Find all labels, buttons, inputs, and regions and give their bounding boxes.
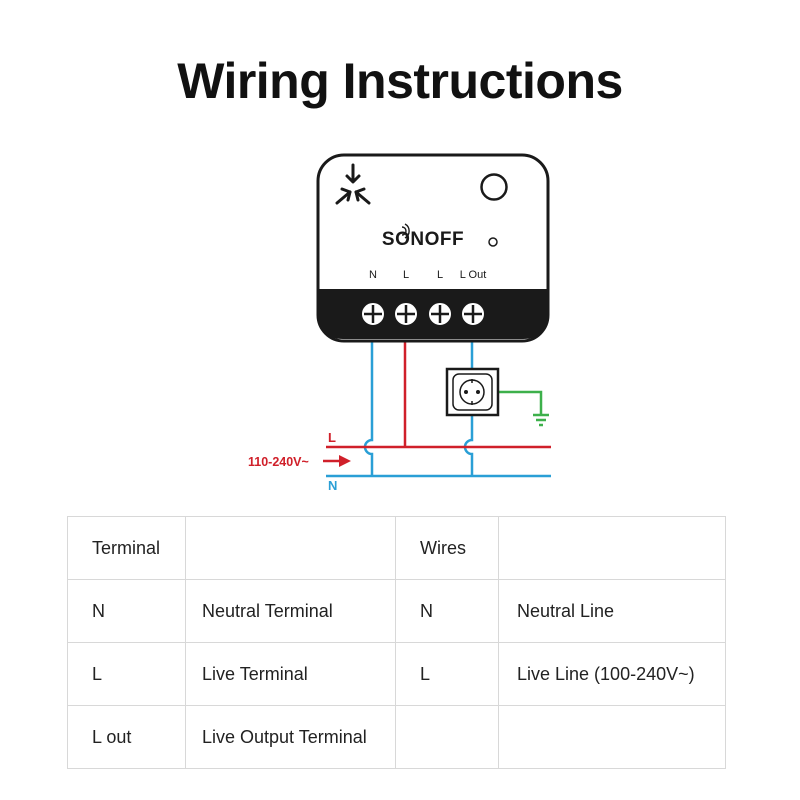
- matter-logo-icon: [335, 163, 371, 205]
- table-cell: L: [395, 642, 499, 706]
- table-cell: Neutral Terminal: [185, 579, 396, 643]
- screw-terminal-l2-icon: [427, 301, 453, 327]
- terminal-label-l-2: L: [437, 269, 443, 281]
- table-cell: L: [67, 642, 186, 706]
- terminal-label-l-out: L Out: [460, 269, 487, 281]
- neutral-line-label: N: [328, 478, 337, 493]
- terminal-label-n: N: [369, 269, 377, 281]
- table-cell: Live Line (100-240V~): [498, 642, 726, 706]
- wireless-signal-icon: [401, 223, 410, 239]
- page-title: Wiring Instructions: [177, 53, 623, 109]
- switch-device: SONOFF N L L L Out: [316, 153, 550, 343]
- table-row: L out Live Output Terminal: [67, 705, 726, 769]
- brand-logo: SONOFF: [382, 229, 464, 250]
- table-header-row: Terminal Wires: [67, 516, 726, 580]
- terminal-labels: N L L L Out: [369, 269, 486, 281]
- neutral-wire-device: [363, 330, 374, 476]
- table-cell: Live Terminal: [185, 642, 396, 706]
- live-wires: [326, 330, 551, 449]
- table-cell: [498, 705, 726, 769]
- terminal-label-l-1: L: [403, 269, 409, 281]
- wiring-table: Terminal Wires N Neutral Terminal N Neut…: [67, 516, 726, 769]
- screw-terminal-lout-icon: [460, 301, 486, 327]
- neutral-wires: [326, 330, 551, 478]
- live-line-label: L: [328, 430, 336, 445]
- table-row: L Live Terminal L Live Line (100-240V~): [67, 642, 726, 706]
- table-cell: [395, 705, 499, 769]
- table-row: N Neutral Terminal N Neutral Line: [67, 579, 726, 643]
- table-cell: Neutral Line: [498, 579, 726, 643]
- earth-wire: [498, 390, 549, 427]
- table-cell: Live Output Terminal: [185, 705, 396, 769]
- table-cell: N: [67, 579, 186, 643]
- table-header-cell: [185, 516, 396, 580]
- table-header-cell: Terminal: [67, 516, 186, 580]
- pair-button: [480, 173, 508, 201]
- table-header-cell: Wires: [395, 516, 499, 580]
- table-cell: L out: [67, 705, 186, 769]
- screw-terminal-l1-icon: [393, 301, 419, 327]
- voltage-label: 110-240V~: [248, 455, 309, 469]
- table-cell: N: [395, 579, 499, 643]
- wall-socket-icon: [445, 367, 500, 417]
- screw-terminal-n-icon: [360, 301, 386, 327]
- input-arrow-icon: [323, 455, 351, 467]
- led-indicator: [488, 237, 498, 247]
- terminal-screws: [360, 301, 486, 327]
- table-header-cell: [498, 516, 726, 580]
